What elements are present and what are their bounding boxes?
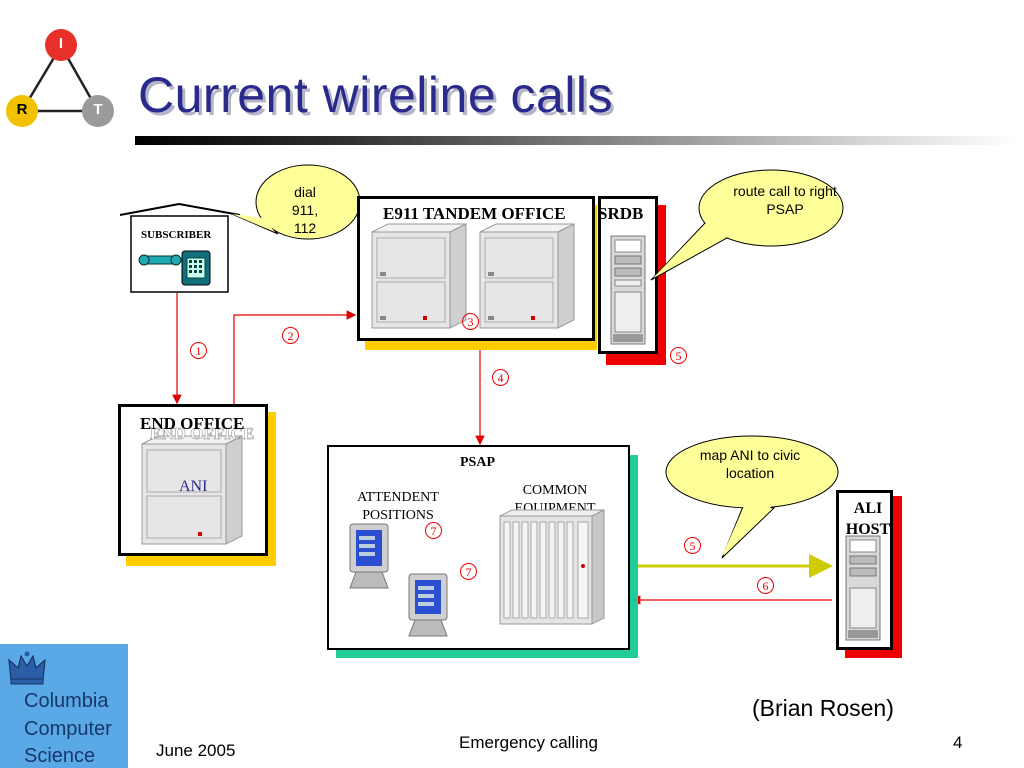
step-3: 3 — [462, 313, 479, 330]
columbia-cs-logo: Columbia Computer Science — [0, 644, 128, 768]
title-underline — [135, 136, 1020, 145]
step-7-a: 7 — [425, 522, 442, 539]
end-office-label-echo: END OFFICE — [150, 424, 255, 444]
columbia-line2: Computer — [24, 718, 112, 740]
footer-page-number: 4 — [953, 733, 963, 752]
ali-host-label: ALI HOST — [845, 500, 891, 538]
footer-title: Emergency calling — [459, 733, 598, 752]
srdb-server-icon — [610, 235, 646, 345]
psap-label: PSAP — [460, 455, 495, 470]
logo-letter-t: T — [93, 101, 103, 118]
attendent-positions-label: ATTENDENT POSITIONS — [357, 490, 439, 523]
columbia-line3: Science — [24, 745, 96, 767]
logo-letter-r: R — [16, 101, 28, 118]
srdb-label: SRDB — [598, 204, 644, 223]
callout-route — [650, 169, 844, 281]
callout-dial-text: dial 911, 112 — [291, 184, 319, 236]
tandem-office-label: E911 TANDEM OFFICE — [383, 204, 566, 223]
attendent-workstation-icon-1 — [349, 523, 389, 589]
step-5-ali: 5 — [684, 537, 701, 554]
ali-server-icon — [845, 535, 881, 641]
ani-label: ANI — [179, 478, 208, 495]
callout-map-text: map ANI to civic location — [699, 447, 801, 481]
attendent-workstation-icon-2 — [408, 573, 448, 637]
callout-dial — [231, 164, 360, 240]
step-7-b: 7 — [460, 563, 477, 580]
callout-route-text: route call to right PSAP — [733, 183, 837, 217]
tandem-switch-cabinets — [371, 223, 575, 329]
common-equipment-rack-icon — [499, 509, 605, 625]
callout-map — [665, 435, 839, 559]
columbia-line1: Columbia — [24, 690, 109, 712]
crown-icon — [8, 651, 46, 685]
step-4: 4 — [492, 369, 509, 386]
logo-letter-i: I — [58, 35, 64, 52]
telephone-icon — [138, 250, 211, 286]
step-2: 2 — [282, 327, 299, 344]
end-office-switch-cabinet — [141, 435, 243, 545]
page-title: Current wireline calls — [138, 67, 614, 123]
step-6: 6 — [757, 577, 774, 594]
step-1: 1 — [190, 342, 207, 359]
subscriber-label: SUBSCRIBER — [141, 229, 212, 241]
credit-text: (Brian Rosen) — [752, 695, 894, 721]
subscriber-house — [119, 203, 241, 293]
footer-date: June 2005 — [156, 741, 236, 760]
step-5-srdb: 5 — [670, 347, 687, 364]
end-office-label: END OFFICE — [140, 414, 245, 433]
irt-logo — [6, 29, 114, 127]
